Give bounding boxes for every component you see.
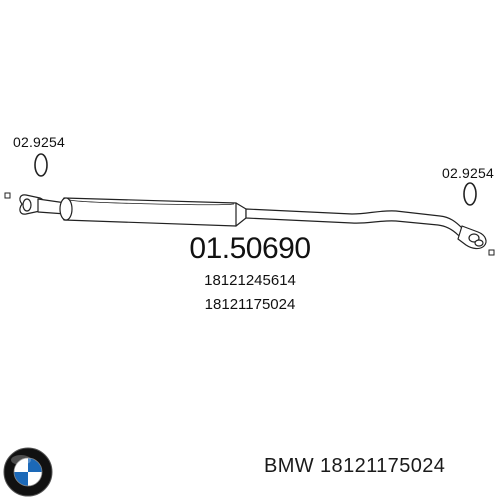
right-gasket-ring <box>463 182 477 206</box>
left-gasket-ring <box>34 153 48 177</box>
footer-brand-part: BMW 18121175024 <box>264 455 446 477</box>
left-end-marker <box>4 192 11 199</box>
bmw-logo <box>3 447 53 497</box>
part-number: 01.50690 <box>189 232 311 265</box>
oem-number-1: 18121245614 <box>204 272 296 289</box>
muffler-pipe-assembly <box>19 194 487 250</box>
gasket-left-label: 02.9254 <box>13 134 66 150</box>
oem-number-2: 18121175024 <box>204 296 296 313</box>
muffler-body <box>60 197 242 227</box>
right-end-marker <box>488 249 495 256</box>
gasket-right-label: 02.9254 <box>442 165 495 181</box>
